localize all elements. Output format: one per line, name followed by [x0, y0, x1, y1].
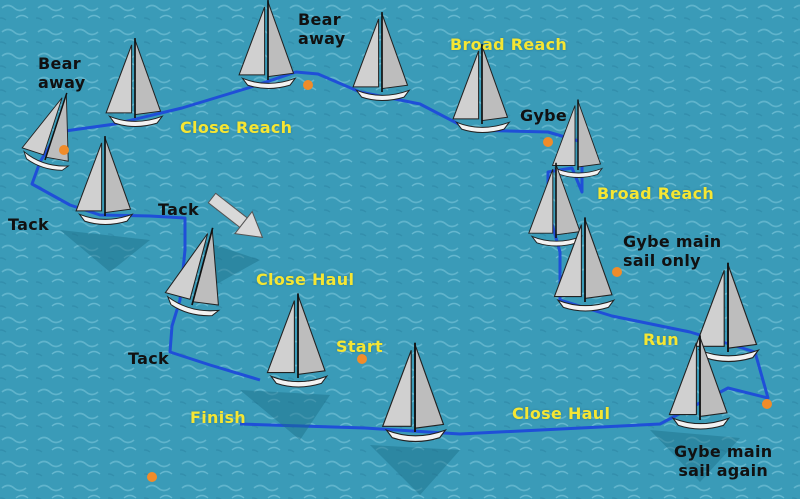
gybe-main-sail-only-label: Gybe main sail only: [623, 232, 722, 270]
close-reach-label: Close Reach: [180, 118, 293, 137]
buoy-marker-icon: [543, 137, 553, 147]
close-haul-mid-label: Close Haul: [256, 270, 355, 289]
finish-label: Finish: [190, 408, 247, 427]
buoy-marker-icon: [357, 354, 367, 364]
start-label: Start: [336, 337, 384, 356]
broad-reach-top-label: Broad Reach: [450, 35, 568, 54]
buoy-marker-icon: [762, 399, 772, 409]
buoy-marker-icon: [147, 472, 157, 482]
bear-away-top-label: Bear away: [298, 10, 346, 48]
gybe-label: Gybe: [520, 106, 568, 125]
tack-left-label: Tack: [8, 215, 49, 234]
run-label: Run: [643, 330, 680, 349]
course-line: [30, 70, 770, 436]
buoy-marker-icon: [303, 80, 313, 90]
gybe-main-sail-again-label: Gybe main sail again: [674, 442, 773, 480]
buoy-marker-icon: [612, 267, 622, 277]
tack-mid-label: Tack: [158, 200, 199, 219]
tack-bottom-label: Tack: [128, 349, 169, 368]
broad-reach-right-label: Broad Reach: [597, 184, 715, 203]
buoy-marker-icon: [59, 145, 69, 155]
wind-direction-arrow-icon: [207, 192, 264, 239]
buoy-markers: [59, 80, 772, 482]
close-haul-bottom-label: Close Haul: [512, 404, 611, 423]
boat-shadows: [60, 230, 740, 495]
bear-away-left-label: Bear away: [38, 54, 86, 92]
